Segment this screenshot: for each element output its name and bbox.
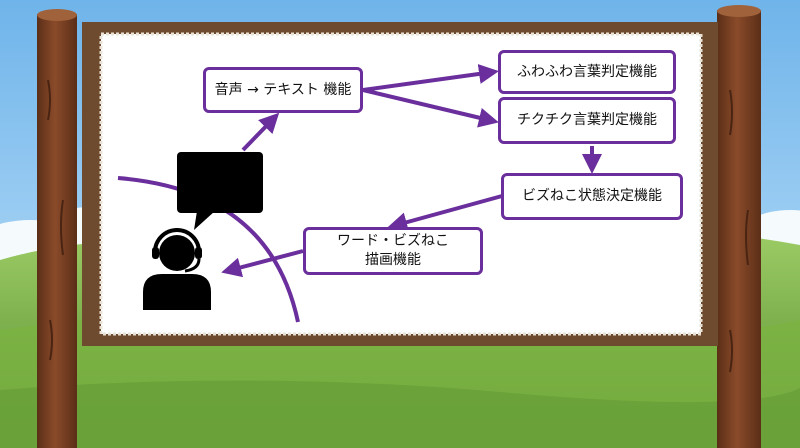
node-chikuchiku: チクチク言葉判定機能 [498,97,676,144]
speech-bubble-icon [177,152,263,230]
node-fuwafuwa-label: ふわふわ言葉判定機能 [517,63,657,80]
edge-state-to-drawing [387,194,503,232]
edge-drawing-to-operator [221,249,304,278]
node-bizneko-state: ビズねこ状態決定機能 [501,173,683,220]
node-speech-to-text-label: 音声 → テキスト 機能 [214,81,352,98]
decorative-curve [117,176,300,323]
node-speech-to-text: 音声 → テキスト 機能 [203,67,363,113]
node-drawing: ワード・ビズねこ 描画機能 [303,227,483,275]
left-post [37,9,77,448]
node-fuwafuwa: ふわふわ言葉判定機能 [498,50,676,94]
edges [221,64,602,278]
edge-speech-to-fuwafuwa [362,64,499,92]
right-post [717,5,761,448]
edge-speech-to-chikuchiku [362,88,499,128]
edge-bubble-to-speech [241,112,280,152]
operator-headset-icon [143,228,211,310]
node-chikuchiku-label: チクチク言葉判定機能 [517,112,657,129]
node-bizneko-state-label: ビズねこ状態決定機能 [522,188,662,205]
node-drawing-label-line1: ワード・ビズねこ [337,233,449,250]
node-drawing-label-line2: 描画機能 [365,252,421,268]
